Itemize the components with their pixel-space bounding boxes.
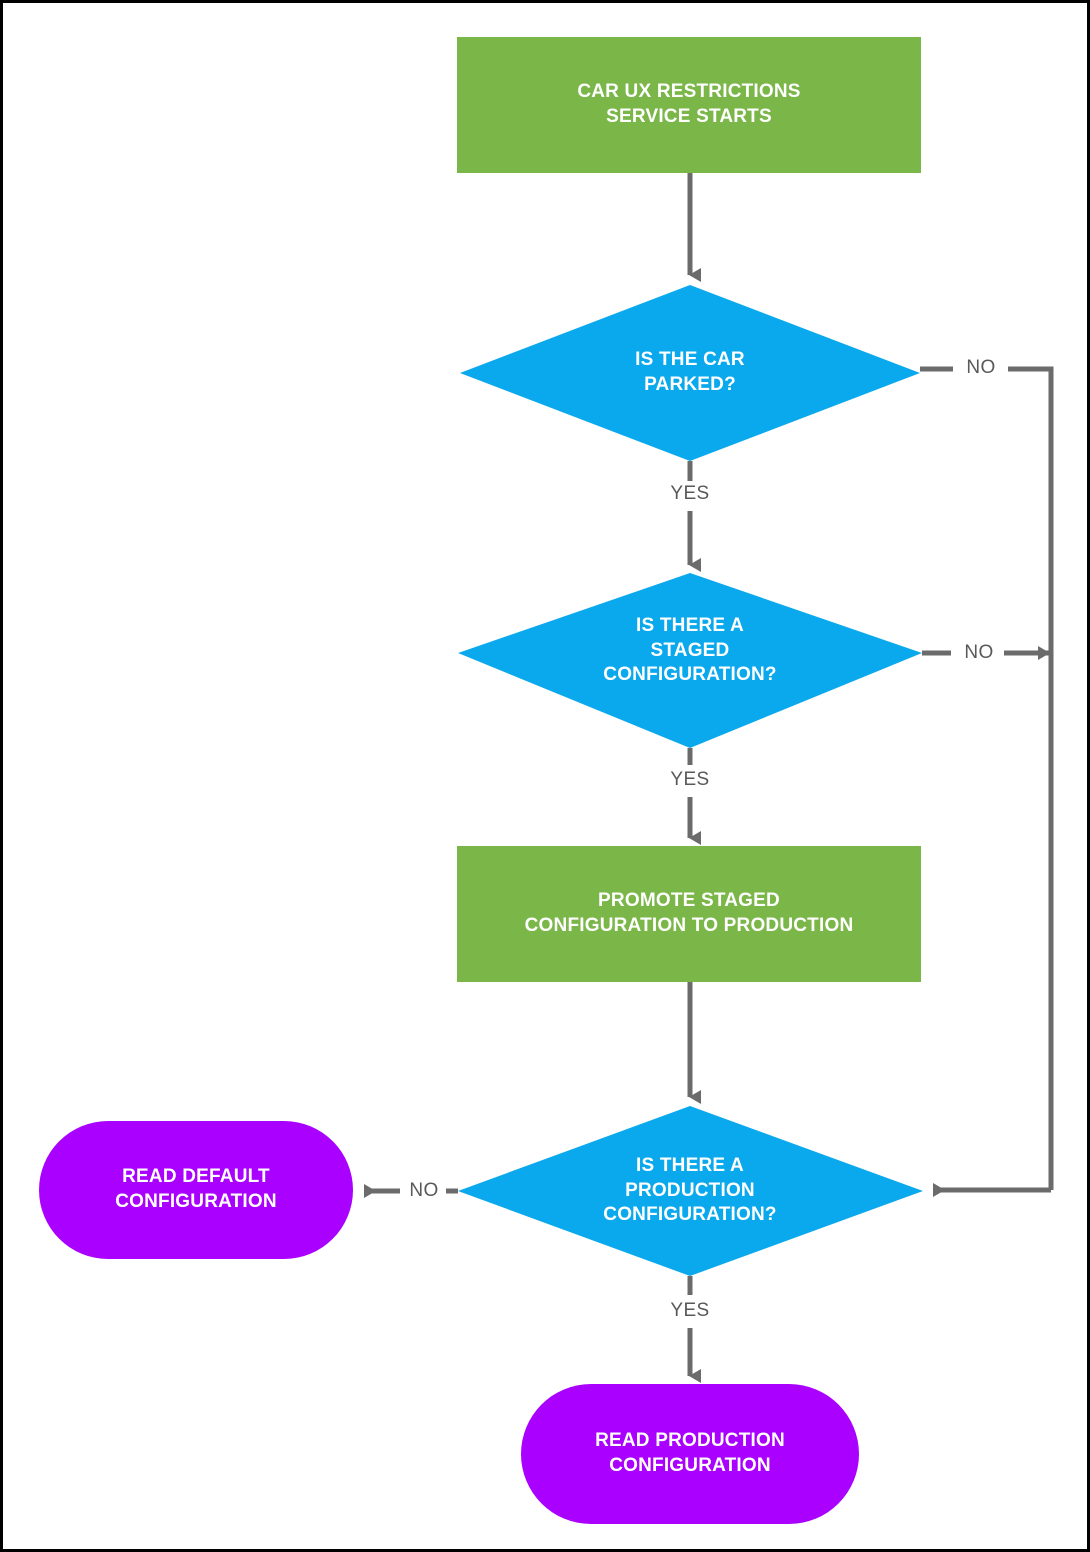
edge-label-staged-no: NO [954,643,1004,662]
edge-label-staged-yes: YES [648,770,732,789]
node-shape-is-staged-config[interactable] [458,573,922,748]
node-shape-read-production[interactable] [521,1384,859,1524]
node-shape-start[interactable] [457,37,921,173]
node-shape-is-production-config[interactable] [458,1106,923,1276]
edge-label-parked-yes: YES [648,484,732,503]
edge-label-parked-no: NO [956,358,1006,377]
node-shape-is-car-parked[interactable] [460,285,920,461]
node-shape-promote-staged[interactable] [457,846,921,982]
node-shape-read-default[interactable] [39,1121,353,1259]
edge-label-production-yes: YES [648,1301,732,1320]
flowchart-connectors-layer [39,37,1054,1524]
edge-label-production-no: NO [402,1181,446,1200]
edge-parked-no-to-bus [1008,366,1054,1190]
